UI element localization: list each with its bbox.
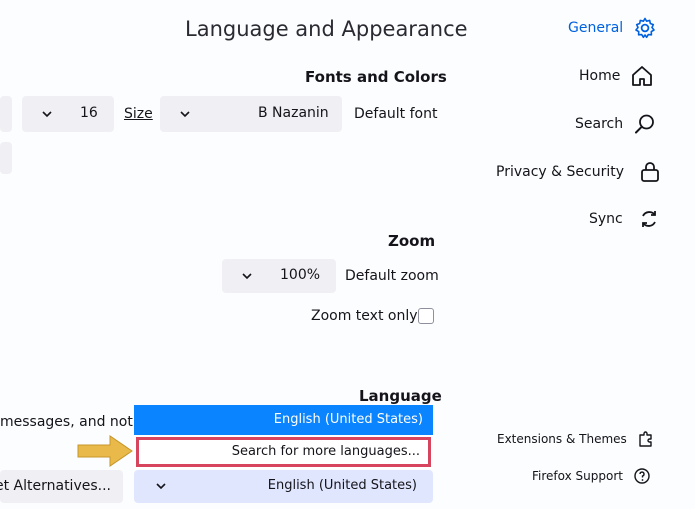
help-icon <box>634 468 650 484</box>
sidebar-footer-label: Firefox Support <box>532 469 623 483</box>
set-alternatives-label: Set Alternatives... <box>0 478 111 494</box>
chevron-down-icon <box>42 111 52 118</box>
partial-field-2[interactable] <box>0 142 12 174</box>
default-zoom-value: 100% <box>280 267 321 283</box>
sidebar-item-home[interactable]: Home <box>579 64 654 88</box>
sidebar-item-general[interactable]: General <box>568 16 657 40</box>
zoom-text-only-checkbox[interactable] <box>418 308 434 324</box>
page-title: Language and Appearance <box>185 17 468 41</box>
language-select-value: English (United States) <box>267 478 417 493</box>
sync-icon <box>641 211 656 227</box>
set-alternatives-button[interactable]: Set Alternatives... <box>0 470 123 503</box>
size-value: 16 <box>80 105 98 121</box>
zoom-heading: Zoom <box>388 232 436 250</box>
default-font-select[interactable]: B Nazanin <box>160 96 342 132</box>
partial-field[interactable] <box>0 96 12 132</box>
annotation-arrow-icon <box>77 435 133 467</box>
gear-icon <box>635 17 655 39</box>
language-heading: Language <box>359 387 442 405</box>
sidebar-item-label: Home <box>579 68 621 84</box>
default-zoom-label: Default zoom <box>345 268 439 284</box>
search-icon <box>635 114 655 134</box>
puzzle-icon <box>639 431 652 447</box>
home-icon <box>632 66 653 86</box>
zoom-text-only-label: Zoom text only <box>311 308 418 324</box>
size-label: Size <box>124 106 153 122</box>
chevron-down-icon <box>180 111 190 118</box>
lock-icon <box>641 162 659 182</box>
sidebar-link-extensions[interactable]: Extensions & Themes <box>497 430 655 448</box>
sidebar-item-label: Sync <box>589 211 623 227</box>
sidebar-item-search[interactable]: Search <box>575 112 657 136</box>
sidebar-item-label: General <box>568 20 624 36</box>
chevron-down-icon <box>156 483 166 490</box>
language-select[interactable]: English (United States) <box>134 470 433 503</box>
dropdown-option-search-more[interactable]: Search for more languages... <box>136 437 431 467</box>
sidebar-item-privacy[interactable]: Privacy & Security <box>496 160 662 184</box>
default-font-label: Default font <box>354 106 438 122</box>
fonts-heading: Fonts and Colors <box>305 68 447 86</box>
sidebar-item-label: Search <box>575 116 624 132</box>
sidebar-item-sync[interactable]: Sync <box>589 207 661 231</box>
size-select[interactable]: 16 <box>22 96 114 132</box>
default-zoom-select[interactable]: 100% <box>222 259 336 293</box>
dropdown-option-english[interactable]: English (United States) <box>134 405 433 435</box>
language-description: messages, and notif <box>0 414 142 430</box>
sidebar-footer-label: Extensions & Themes <box>497 432 627 446</box>
sidebar-link-support[interactable]: Firefox Support <box>532 467 651 485</box>
language-dropdown-list: English (United States) Search for more … <box>134 405 433 469</box>
default-font-value: B Nazanin <box>258 105 329 121</box>
chevron-down-icon <box>242 273 252 280</box>
sidebar-item-label: Privacy & Security <box>496 164 624 180</box>
